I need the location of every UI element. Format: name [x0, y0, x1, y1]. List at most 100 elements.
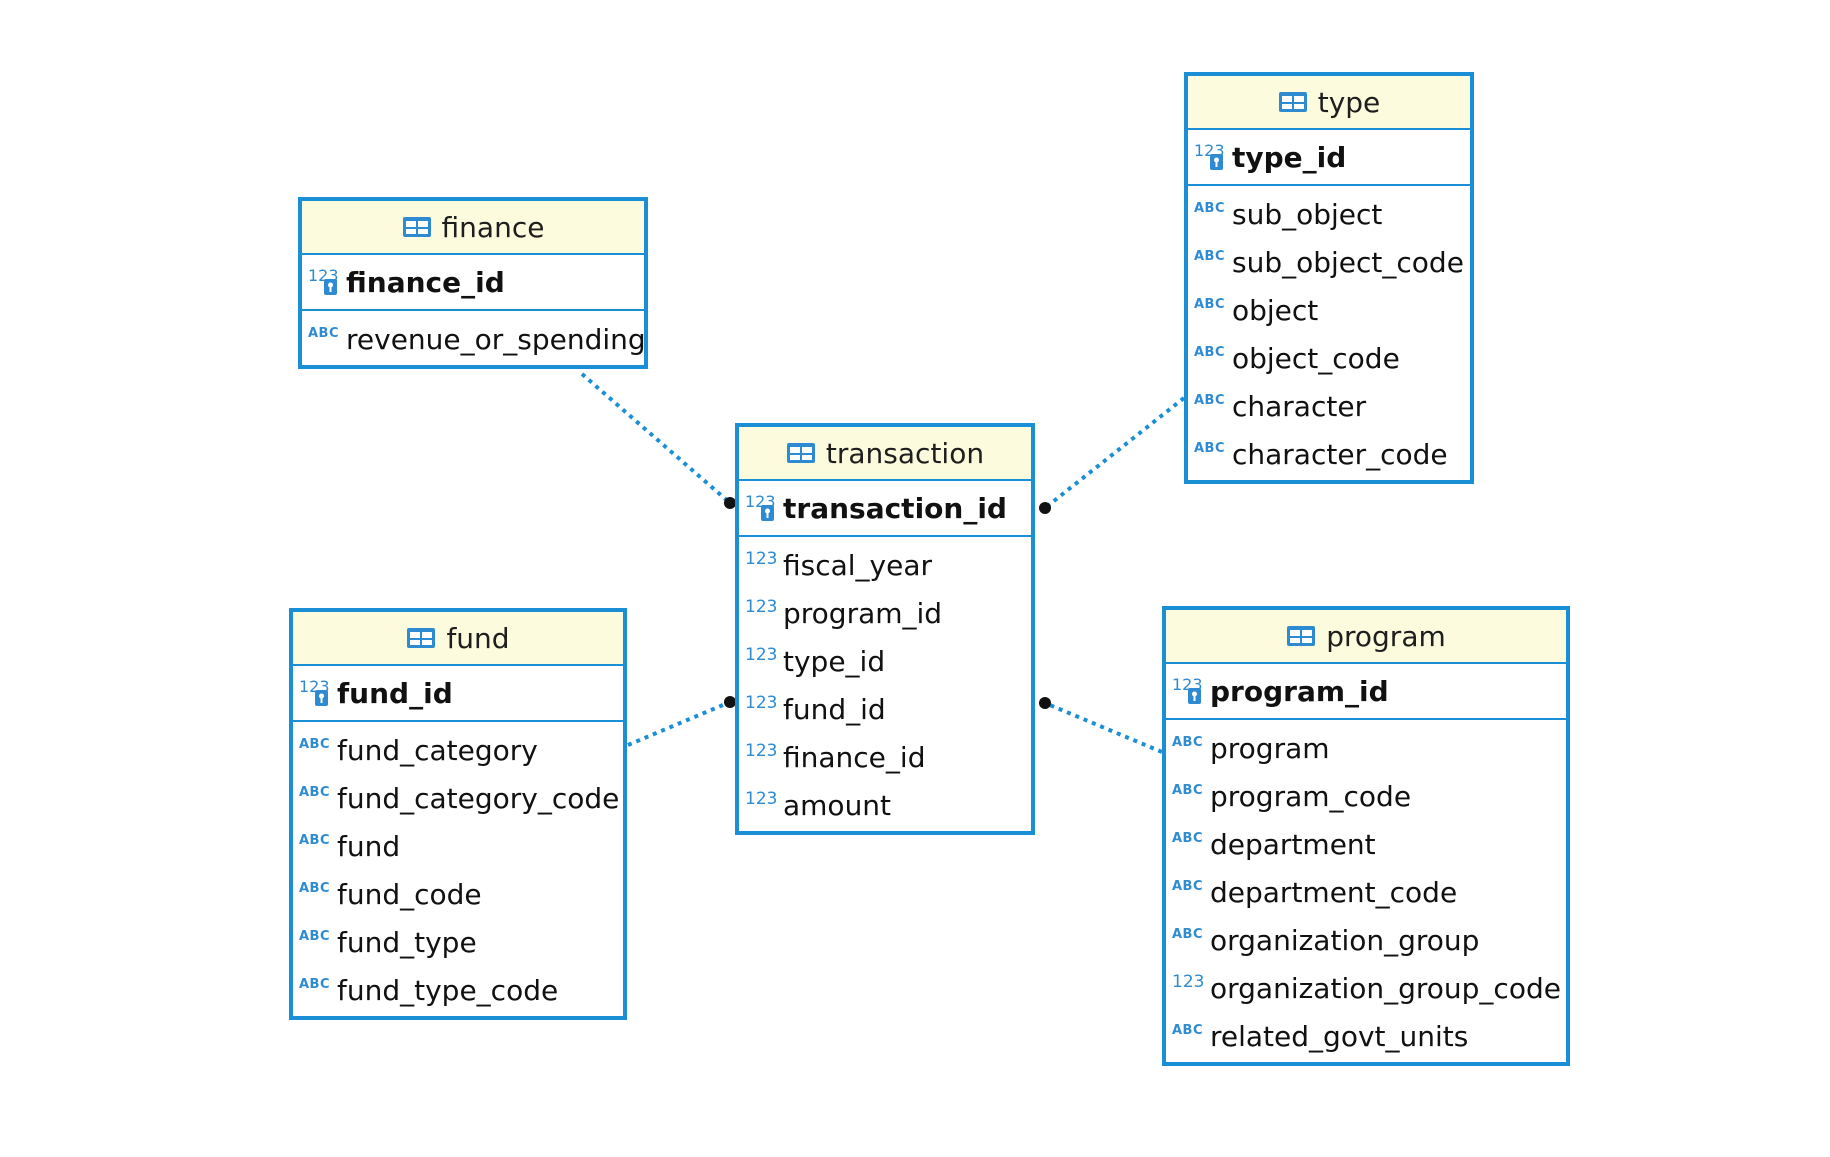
- table-icon: [406, 627, 436, 649]
- entity-header[interactable]: finance: [302, 201, 644, 255]
- primary-key-row[interactable]: 123 transaction_id: [739, 481, 1031, 535]
- type-abc-icon: ABC: [1194, 200, 1226, 216]
- type-abc-icon: ABC: [299, 928, 331, 944]
- column-name: type_id: [783, 644, 886, 678]
- column-name: character_code: [1232, 437, 1448, 471]
- primary-key-icon: 123: [299, 676, 333, 710]
- connector-endpoint-finance: [724, 497, 736, 509]
- type-abc-icon: ABC: [299, 736, 331, 752]
- column-name: related_govt_units: [1210, 1019, 1469, 1053]
- column-name: fund_type: [337, 925, 477, 959]
- entity-title: type: [1317, 85, 1381, 119]
- type-numeric-icon: 123: [745, 645, 778, 665]
- table-icon: [1286, 625, 1316, 647]
- entity-header[interactable]: transaction: [739, 427, 1031, 481]
- entity-header[interactable]: type: [1188, 76, 1470, 130]
- type-abc-icon: ABC: [1172, 782, 1204, 798]
- type-abc-icon: ABC: [1194, 344, 1226, 360]
- column-name: fund_category_code: [337, 781, 620, 815]
- entity-title: finance: [441, 210, 545, 244]
- column-row[interactable]: ABC fund_type: [293, 918, 623, 966]
- primary-key-row[interactable]: 123 type_id: [1188, 130, 1470, 184]
- column-name: organization_group_code: [1210, 971, 1561, 1005]
- connector-program-transaction[interactable]: [1044, 701, 1163, 754]
- type-abc-icon: ABC: [299, 784, 331, 800]
- column-name: fund: [337, 829, 401, 863]
- connector-endpoint-fund: [724, 696, 736, 708]
- type-numeric-icon: 123: [1172, 972, 1205, 992]
- connector-endpoint-type: [1039, 502, 1051, 514]
- type-abc-icon: ABC: [1194, 440, 1226, 456]
- column-row[interactable]: ABC fund_category_code: [293, 774, 623, 822]
- type-abc-icon: ABC: [1194, 296, 1226, 312]
- connector-fund-transaction[interactable]: [627, 700, 731, 747]
- table-icon: [786, 442, 816, 464]
- primary-key-row[interactable]: 123 program_id: [1166, 664, 1566, 718]
- type-numeric-icon: 123: [745, 693, 778, 713]
- primary-key-row[interactable]: 123 finance_id: [302, 255, 644, 309]
- primary-key-row[interactable]: 123 fund_id: [293, 666, 623, 720]
- column-name: department_code: [1210, 875, 1458, 909]
- entity-header[interactable]: fund: [293, 612, 623, 666]
- table-icon: [402, 216, 432, 238]
- entity-title: transaction: [825, 436, 985, 470]
- primary-key-name: transaction_id: [783, 491, 1007, 525]
- type-abc-icon: ABC: [1194, 392, 1226, 408]
- primary-key-icon: 123: [745, 491, 779, 525]
- column-name: fund_id: [783, 692, 886, 726]
- column-name: program_id: [783, 596, 943, 630]
- primary-key-icon: 123: [308, 265, 342, 299]
- type-numeric-icon: 123: [745, 597, 778, 617]
- type-numeric-icon: 123: [745, 549, 778, 569]
- primary-key-name: finance_id: [346, 265, 505, 299]
- column-name: organization_group: [1210, 923, 1480, 957]
- type-numeric-icon: 123: [745, 789, 778, 809]
- primary-key-name: fund_id: [337, 676, 453, 710]
- type-numeric-icon: 123: [745, 741, 778, 761]
- entity-finance[interactable]: finance 123 finance_id ABC revenue_or_sp…: [298, 197, 648, 369]
- column-row[interactable]: ABC character_code: [1188, 430, 1470, 478]
- connector-type-transaction[interactable]: [1043, 396, 1186, 510]
- primary-key-name: program_id: [1210, 674, 1389, 708]
- column-row[interactable]: ABC revenue_or_spending: [302, 315, 646, 363]
- connector-finance-transaction[interactable]: [580, 372, 732, 505]
- type-abc-icon: ABC: [299, 976, 331, 992]
- column-row[interactable]: ABC program_code: [1166, 772, 1566, 820]
- column-name: finance_id: [783, 740, 926, 774]
- primary-key-icon: 123: [1194, 140, 1228, 174]
- entity-header[interactable]: program: [1166, 610, 1566, 664]
- type-abc-icon: ABC: [308, 325, 340, 341]
- column-name: revenue_or_spending: [346, 322, 646, 356]
- primary-key-icon: 123: [1172, 674, 1206, 708]
- column-name: program: [1210, 731, 1330, 765]
- column-name: program_code: [1210, 779, 1412, 813]
- primary-key-name: type_id: [1232, 140, 1347, 174]
- entity-title: fund: [446, 621, 510, 655]
